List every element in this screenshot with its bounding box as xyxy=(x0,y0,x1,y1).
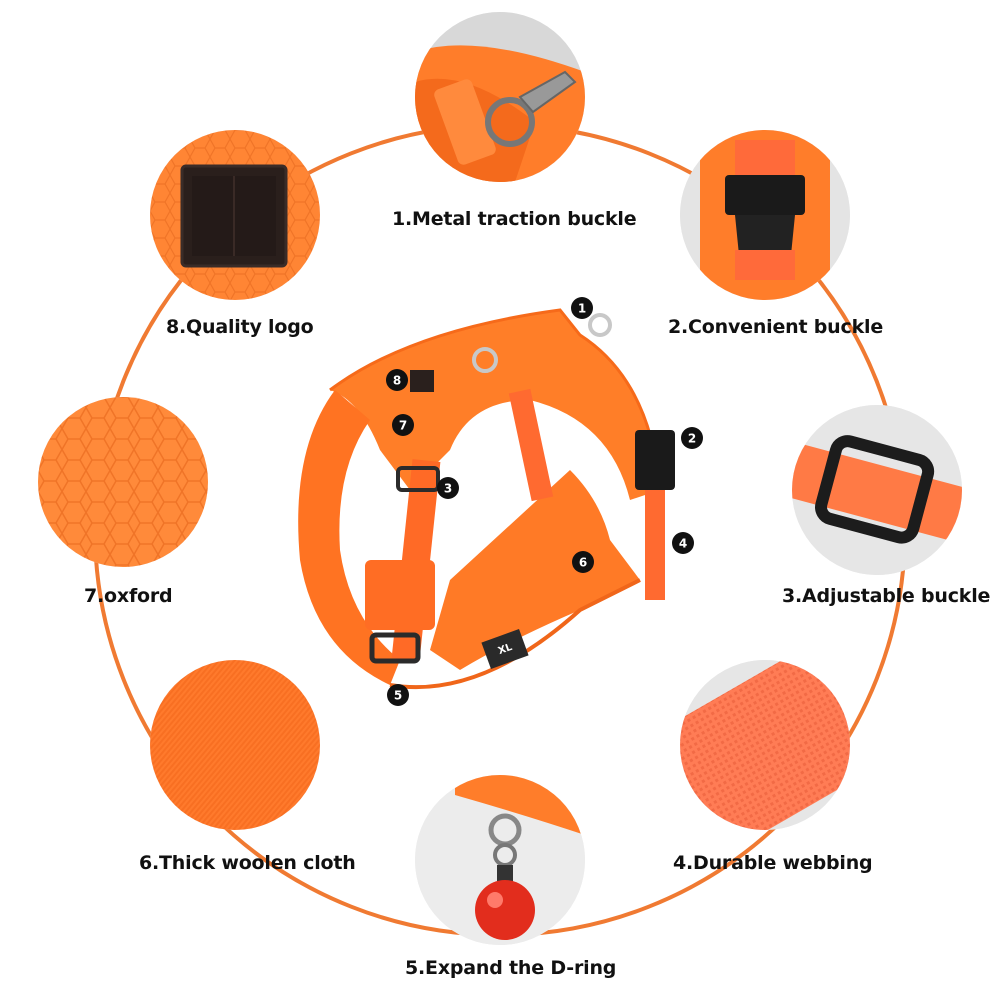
harness-marker-5: 5 xyxy=(387,684,409,706)
feature-label-8: 8.Quality logo xyxy=(166,316,314,338)
feature-label-5: 5.Expand the D-ring xyxy=(405,957,617,979)
feature-image-side-release-buckle xyxy=(680,130,850,300)
feature-label-1: 1.Metal traction buckle xyxy=(392,208,637,230)
harness-marker-3: 3 xyxy=(437,477,459,499)
feature-image-adjustable-slider-buckle xyxy=(792,405,962,575)
feature-image-logo-patch xyxy=(150,130,320,300)
harness-marker-8: 8 xyxy=(386,369,408,391)
harness-marker-6: 6 xyxy=(572,551,594,573)
feature-label-4: 4.Durable webbing xyxy=(673,852,873,874)
svg-text:1: 1 xyxy=(578,302,586,316)
dog-harness-image: XL 1 2 3 4 5 6 7 8 xyxy=(298,297,703,706)
feature-image-metal-traction-buckle xyxy=(415,12,585,182)
svg-text:7: 7 xyxy=(399,419,407,433)
feature-label-2: 2.Convenient buckle xyxy=(668,316,884,338)
svg-text:4: 4 xyxy=(679,537,687,551)
svg-text:5: 5 xyxy=(394,689,402,703)
harness-marker-1: 1 xyxy=(571,297,593,319)
size-tag-text: XL xyxy=(497,642,515,657)
feature-image-webbing-texture xyxy=(680,660,850,830)
harness-marker-7: 7 xyxy=(392,414,414,436)
feature-image-d-ring-light xyxy=(415,775,585,945)
feature-image-oxford-honeycomb-texture xyxy=(38,397,208,567)
feature-image-woolen-cloth-texture xyxy=(150,660,320,830)
svg-text:8: 8 xyxy=(393,374,401,388)
svg-text:2: 2 xyxy=(688,432,696,446)
feature-label-6: 6.Thick woolen cloth xyxy=(139,852,356,874)
svg-text:6: 6 xyxy=(579,556,587,570)
svg-text:3: 3 xyxy=(444,482,452,496)
feature-label-3: 3.Adjustable buckle xyxy=(782,585,991,607)
harness-marker-2: 2 xyxy=(681,427,703,449)
feature-label-7: 7.oxford xyxy=(84,585,173,607)
harness-marker-4: 4 xyxy=(672,532,694,554)
